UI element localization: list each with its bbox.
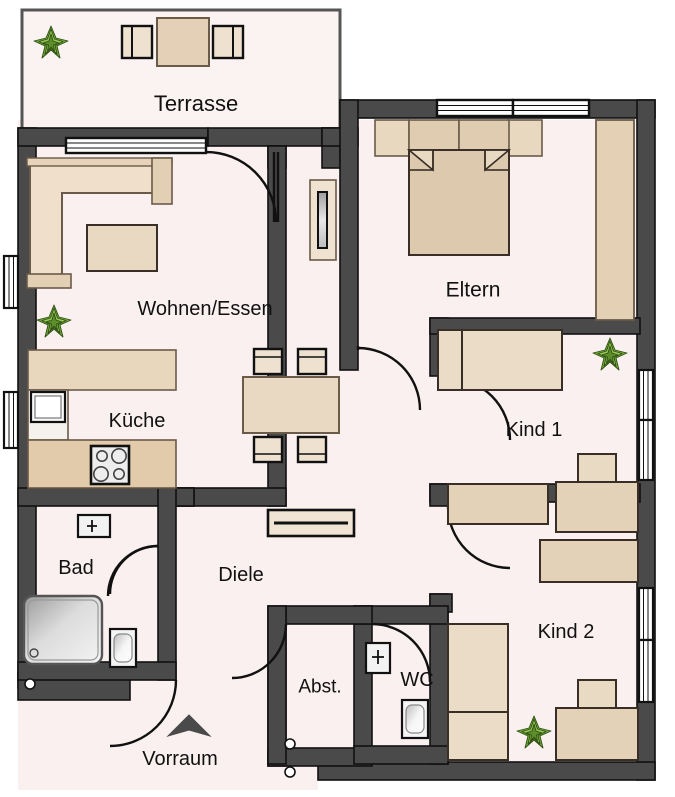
armchair-terrace-left xyxy=(120,24,154,60)
furniture-kueche xyxy=(27,349,177,489)
furniture-bad xyxy=(22,513,138,690)
armchair-terrace-right xyxy=(211,24,245,60)
north-arrow-icon xyxy=(166,714,212,738)
windows xyxy=(2,98,655,704)
pillow-left xyxy=(408,119,460,151)
nightstand-kind2 xyxy=(577,679,617,709)
room-label-vorraum: Vorraum xyxy=(142,748,218,770)
sofa-armrest-bottom xyxy=(26,273,72,289)
coffee-table xyxy=(86,224,158,272)
sofa-back-top xyxy=(26,157,173,167)
nightstand-kind1 xyxy=(577,453,617,483)
toilet-wc xyxy=(400,698,430,740)
window-eltern-top-right xyxy=(511,98,591,118)
room-label-eltern: Eltern xyxy=(445,278,501,302)
nightstand-right xyxy=(507,119,543,157)
dining-chair-tr xyxy=(296,347,328,376)
bed-kind2 xyxy=(447,623,509,761)
furniture-wc xyxy=(364,641,430,740)
kitchen-counter-upper xyxy=(27,349,177,391)
walls xyxy=(17,8,656,781)
desk-kind1 xyxy=(447,483,549,525)
door-entrance xyxy=(109,679,178,748)
furniture-terrasse xyxy=(33,17,245,67)
dining-chair-br xyxy=(296,435,328,464)
tall-cabinet xyxy=(309,179,337,261)
room-label-abstellraum: Abst. xyxy=(298,676,342,698)
window-terrace-door xyxy=(64,136,208,155)
room-label-kueche: Küche xyxy=(108,410,166,432)
room-label-terrasse: Terrasse xyxy=(153,91,239,116)
desk-kind2 xyxy=(539,539,639,583)
room-label-diele: Diele xyxy=(218,564,264,586)
room-label-wc: WC xyxy=(400,669,434,691)
toilet-bad xyxy=(108,627,138,669)
bathtub xyxy=(22,594,104,666)
window-kind1-right-upper xyxy=(637,368,655,422)
wall-outer-bottom-right xyxy=(317,761,656,781)
furniture-kind2 xyxy=(447,539,639,761)
window-kind1-right-lower xyxy=(637,418,655,482)
door-abstellraum xyxy=(231,623,288,680)
marker-abst-2 xyxy=(284,766,296,778)
wardrobe-kind1 xyxy=(555,481,639,533)
wall-diele-abst xyxy=(267,605,287,765)
window-kind2-right-upper xyxy=(637,586,655,642)
room-label-kind-2: Kind 2 xyxy=(537,621,595,643)
door-bad xyxy=(106,544,159,597)
wall-abst-top xyxy=(285,605,373,625)
door-wc xyxy=(371,622,432,683)
furniture-diele xyxy=(266,508,356,538)
room-label-kind-1: Kind 1 xyxy=(505,419,563,441)
washbasin-wc xyxy=(364,641,392,675)
window-living-left xyxy=(2,254,20,310)
furniture-kind1 xyxy=(437,329,639,533)
marker-abst-1 xyxy=(284,738,296,750)
window-kind2-right-lower xyxy=(637,638,655,704)
floor-markers xyxy=(284,738,296,778)
dining-table xyxy=(242,376,340,434)
terrace-table xyxy=(156,17,210,67)
wall-living-top-right xyxy=(207,127,341,147)
sofa-armrest-right xyxy=(151,157,173,205)
window-kitchen-left xyxy=(2,390,20,450)
stove-hob xyxy=(89,444,131,486)
furniture-eltern xyxy=(374,119,635,321)
dining-chair-tl xyxy=(252,347,284,376)
bed-kind1 xyxy=(437,329,563,391)
room-label-bad: Bad xyxy=(58,557,94,579)
wall-bad-right xyxy=(157,487,177,681)
wall-kind-corner xyxy=(429,483,449,507)
door-terrasse xyxy=(205,150,280,223)
furniture-wohnen xyxy=(26,157,340,464)
kitchen-sink xyxy=(29,390,67,424)
door-eltern xyxy=(356,346,422,411)
pillow-right xyxy=(458,119,510,151)
wall-wc-left xyxy=(353,605,373,765)
wall-wc-bottom xyxy=(353,745,449,765)
washbasin-bad xyxy=(76,513,112,539)
wardrobe-kind2 xyxy=(555,707,639,761)
window-eltern-top-left xyxy=(435,98,515,118)
bad-floor-marker xyxy=(24,678,36,690)
wardrobe-eltern xyxy=(595,119,635,321)
room-label-wohnen-essen: Wohnen/Essen xyxy=(137,298,273,320)
wall-eltern-left-upper xyxy=(339,99,359,371)
dining-chair-bl xyxy=(252,435,284,464)
nightstand-left xyxy=(374,119,410,157)
double-bed xyxy=(408,149,510,256)
